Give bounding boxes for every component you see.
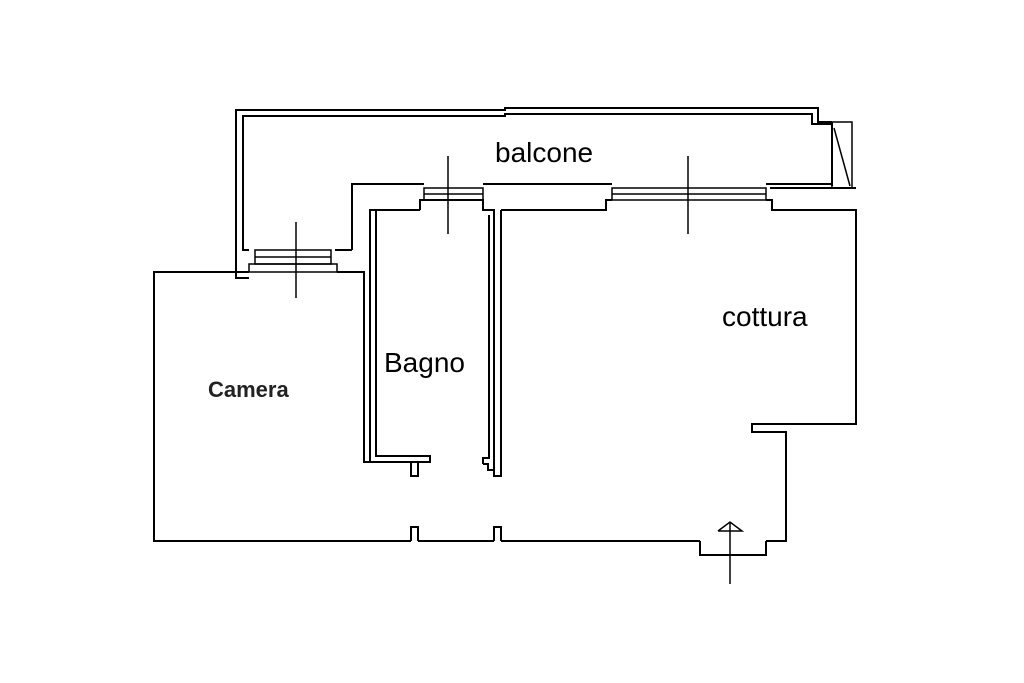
room-camera: [153, 209, 424, 542]
balcony-end-detail: [831, 121, 853, 189]
label-camera: Camera: [208, 377, 289, 402]
entrance-door: [699, 521, 767, 584]
room-cottura: [410, 199, 857, 542]
balcony: [235, 107, 856, 279]
window-camera: [248, 222, 338, 298]
window-cottura: [611, 156, 767, 234]
label-balcone: balcone: [495, 137, 593, 168]
room-bagno: [375, 199, 502, 477]
window-bagno: [423, 156, 484, 234]
label-bagno: Bagno: [384, 347, 465, 378]
label-cottura: cottura: [722, 301, 808, 332]
